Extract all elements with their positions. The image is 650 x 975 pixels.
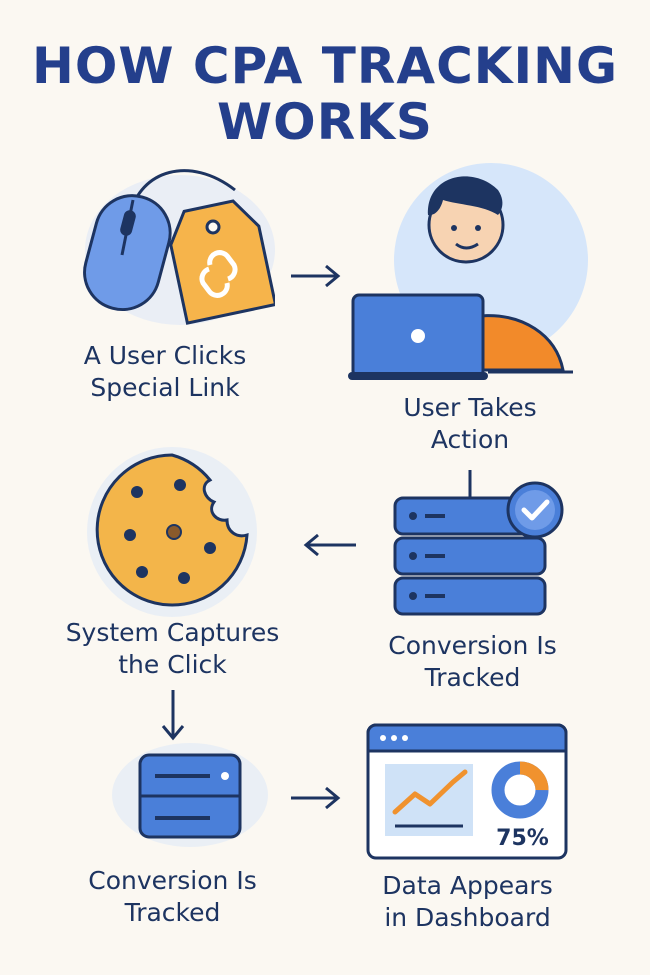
step-system-captures-label: System Captures the Click	[65, 618, 280, 679]
step-user-action-label: User Takes Action	[403, 393, 537, 454]
arrow-right-icon	[291, 786, 341, 810]
cookie-icon	[87, 447, 257, 617]
step-conversion-tracked-label: Conversion Is Tracked	[388, 631, 557, 692]
link-tag-icon	[169, 199, 275, 325]
step-data-dashboard-label: Data Appears in Dashboard	[382, 871, 553, 932]
title-line-2: WORKS	[217, 93, 433, 151]
donut-chart-arc	[491, 761, 549, 819]
step-conversion-tracked-label-2: Conversion Is Tracked	[88, 866, 257, 927]
dashboard-icon	[366, 723, 568, 860]
step-user-clicks-label: A User Clicks Special Link	[83, 341, 247, 402]
arrow-down-icon	[161, 690, 185, 741]
dashboard-percent-label: 75%	[496, 826, 549, 851]
server-icon	[112, 743, 268, 847]
server-check-icon	[393, 470, 564, 616]
arrow-right-icon	[291, 264, 341, 288]
person-laptop-icon	[348, 163, 588, 380]
arrow-left-icon	[303, 533, 356, 557]
title-line-1: HOW CPA TRACKING	[32, 37, 618, 95]
page-title: HOW CPA TRACKING WORKS	[0, 38, 650, 150]
